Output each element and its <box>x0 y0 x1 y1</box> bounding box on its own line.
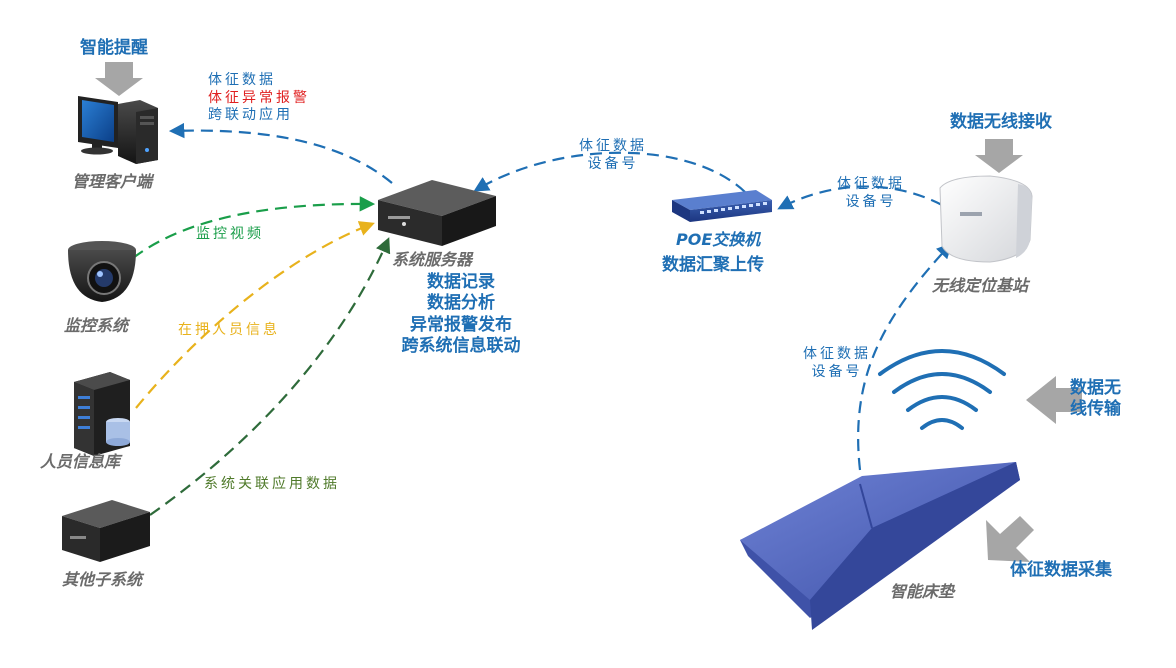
mattress-collect-callout: 体征数据采集 <box>1010 560 1112 580</box>
dome-camera-icon <box>68 241 136 302</box>
edge-label-server-to-client: 体征数据 体征异常报警 跨联动应用 <box>208 72 310 125</box>
other-caption: 其他子系统 <box>62 570 143 589</box>
mattress-transmit-line: 线传输 <box>1070 399 1121 420</box>
edge-label-line: 体征数据 <box>579 138 647 154</box>
switch-subcaption: 数据汇聚上传 <box>662 255 764 275</box>
edge-switch-to-server <box>473 151 746 193</box>
edge-label-line: 体征数据 <box>208 72 276 88</box>
client-caption: 管理客户端 <box>72 172 153 191</box>
server-box-icon <box>378 180 496 246</box>
smart-mattress-icon <box>740 460 1020 630</box>
switch-caption: POE交换机 <box>676 230 761 249</box>
base-station-caption: 无线定位基站 <box>932 276 1029 295</box>
network-switch-icon <box>672 190 772 222</box>
mattress-transmit-line: 数据无 <box>1070 378 1121 398</box>
mattress-caption: 智能床垫 <box>890 582 955 601</box>
server-function: 数据记录 <box>427 272 495 292</box>
wireless-base-station-icon <box>939 175 1033 263</box>
edge-mattress-to-base <box>857 242 953 471</box>
edge-label-line: 设备号 <box>811 363 863 380</box>
edge-label-line: 跨联动应用 <box>208 107 293 123</box>
edge-label-line: 体征异常报警 <box>208 89 310 106</box>
server-function: 跨系统信息联动 <box>401 335 521 356</box>
edge-label-base-to-switch: 体征数据 设备号 <box>826 176 916 211</box>
edge-base-to-switch <box>777 185 943 210</box>
base-station-callout: 数据无线接收 <box>950 112 1052 132</box>
edge-label-line: 设备号 <box>845 193 897 210</box>
callout-arrow-collect <box>986 516 1034 562</box>
mattress-transmit-callout: 数据无 线传输 <box>1070 378 1121 421</box>
server-function: 数据分析 <box>427 293 495 314</box>
server-caption: 系统服务器 <box>392 250 473 269</box>
edge-label-database-to-server: 在押人员信息 <box>178 322 280 338</box>
edge-label-line: 体征数据 <box>803 346 871 362</box>
database-caption: 人员信息库 <box>40 452 121 471</box>
callout-arrow-client <box>95 62 143 96</box>
edge-database-to-server <box>135 221 375 409</box>
database-server-icon <box>74 372 130 456</box>
edge-label-line: 设备号 <box>587 155 639 172</box>
callout-arrow-transmit <box>1026 376 1082 424</box>
edge-label-other-to-server: 系统关联应用数据 <box>204 476 340 492</box>
server-functions: 数据记录 数据分析 异常报警发布 跨系统信息联动 <box>376 272 546 357</box>
server-box-icon <box>62 500 150 562</box>
edge-label-switch-to-server: 体征数据 设备号 <box>568 138 658 173</box>
pc-monitor-icon <box>78 96 158 164</box>
edge-label-mattress-to-base: 体征数据 设备号 <box>792 346 882 381</box>
wireless-waves-icon <box>878 349 1006 430</box>
camera-caption: 监控系统 <box>64 316 129 335</box>
edge-label-camera-to-server: 监控视频 <box>196 226 264 242</box>
edge-server-to-client <box>168 122 393 184</box>
edge-camera-to-server <box>132 196 376 259</box>
client-callout: 智能提醒 <box>80 38 148 58</box>
edge-other-to-server <box>149 237 391 516</box>
callout-arrow-base <box>975 139 1023 173</box>
server-function: 异常报警发布 <box>410 314 512 335</box>
edge-label-line: 体征数据 <box>837 176 905 192</box>
